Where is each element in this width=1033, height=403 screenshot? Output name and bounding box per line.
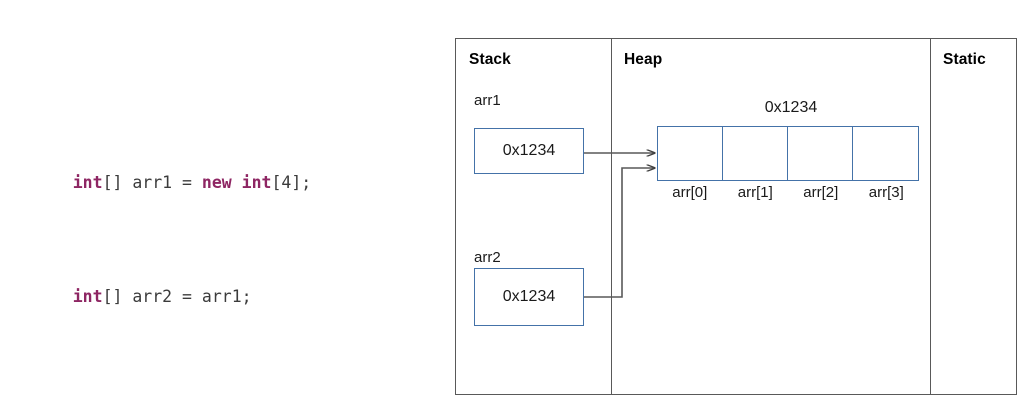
heap-array-index-label-2: arr[2] (803, 184, 839, 201)
heap-array-cell-2 (787, 126, 854, 181)
stack-variable-label-arr1: arr1 (474, 92, 501, 109)
column-header-stack: Stack (469, 51, 511, 68)
heap-array-block (657, 126, 919, 181)
stack-variable-box-arr2: 0x1234 (474, 268, 584, 326)
heap-array-index-label-0: arr[0] (672, 184, 708, 201)
column-divider-stack-heap (611, 39, 613, 394)
heap-array-index-labels: arr[0] arr[1] arr[2] arr[3] (657, 184, 919, 201)
code-token-text: [] arr2 = arr1; (102, 287, 252, 306)
heap-array-cell-1 (722, 126, 789, 181)
code-line-1: int[] arr1 = new int[4]; (33, 126, 311, 192)
code-token-keyword: int (72, 173, 103, 192)
code-line-2: int[] arr2 = arr1; (33, 240, 311, 306)
code-token-keyword: new (201, 173, 232, 192)
pointer-arrow-arr2 (584, 168, 655, 298)
reference-arrows (584, 39, 1018, 298)
code-snippet: int[] arr1 = new int[4]; int[] arr2 = ar… (33, 50, 311, 316)
heap-array-index-label-3: arr[3] (868, 184, 904, 201)
heap-array-cell-3 (852, 126, 919, 181)
memory-diagram-table: Stack Heap Static arr1 0x1234 arr2 0x123… (455, 38, 1017, 395)
column-divider-heap-static (930, 39, 932, 394)
heap-object-address-label: 0x1234 (764, 99, 818, 116)
stack-variable-box-arr1: 0x1234 (474, 128, 584, 174)
code-token-text: [4]; (271, 173, 312, 192)
heap-array-index-label-1: arr[1] (737, 184, 773, 201)
heap-array-cell-0 (657, 126, 724, 181)
code-token-keyword: int (72, 287, 103, 306)
code-token-text: [] arr1 = (102, 173, 202, 192)
column-header-heap: Heap (624, 51, 663, 68)
code-token-space (232, 173, 242, 192)
code-token-keyword: int (241, 173, 272, 192)
column-header-static: Static (943, 51, 986, 68)
stack-variable-label-arr2: arr2 (474, 249, 501, 266)
